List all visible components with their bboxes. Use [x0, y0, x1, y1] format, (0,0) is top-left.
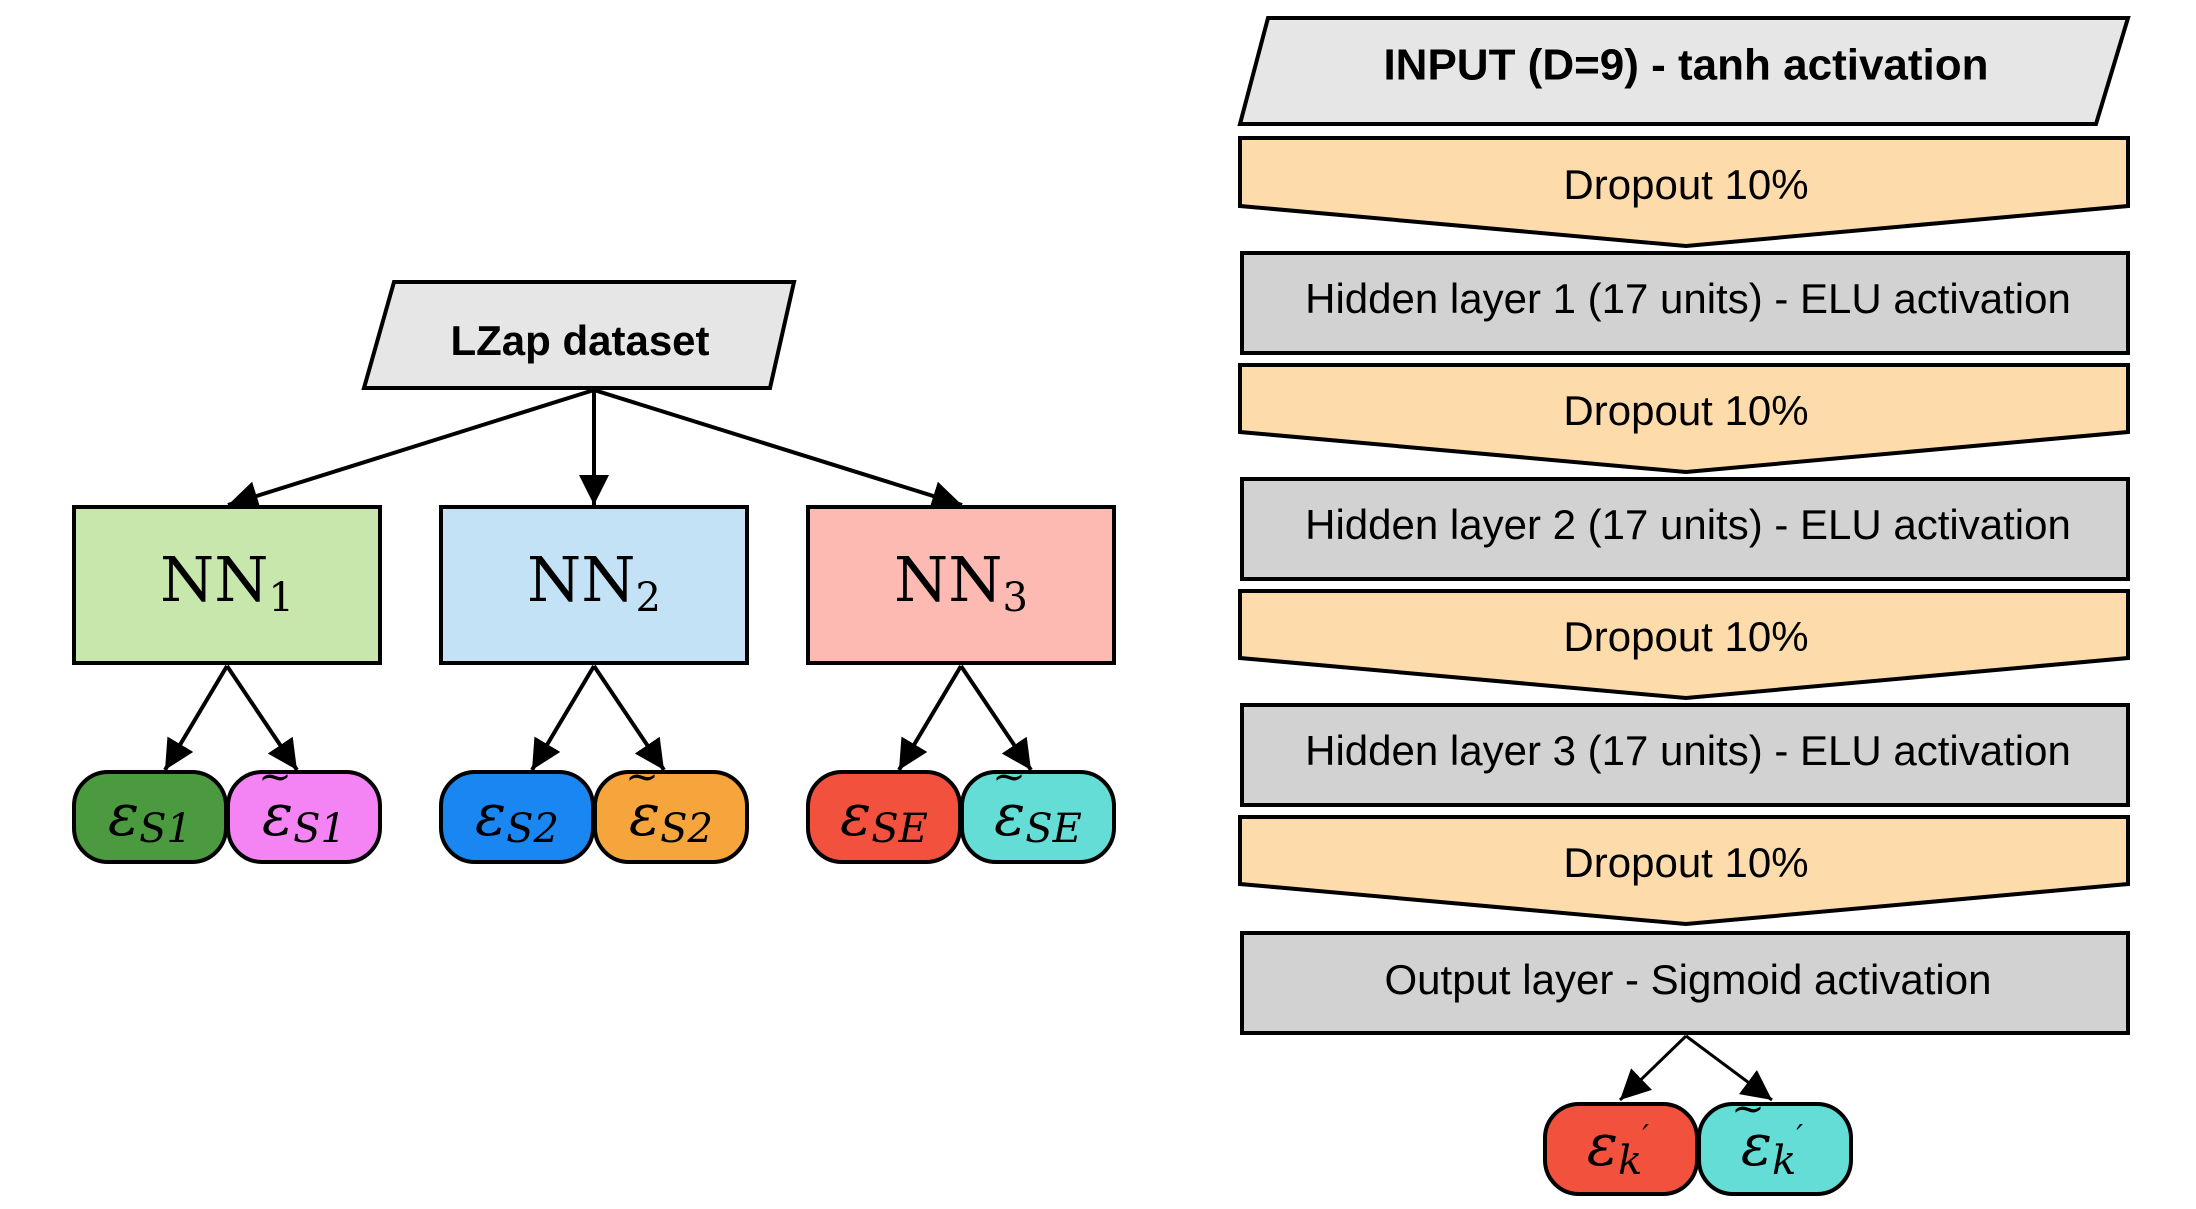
nn2-box: [439, 505, 749, 665]
left-diagram: LZap dataset NN1 NN2 NN3: [72, 280, 1116, 864]
dropout-3-label: Dropout 10%: [1563, 613, 1808, 660]
hidden-layer-1-label: Hidden layer 1 (17 units) - ELU activati…: [1305, 275, 2071, 322]
arrow-nn1-out1: [163, 664, 229, 772]
dropout-4-label: Dropout 10%: [1563, 839, 1808, 886]
nn2-base: NN: [527, 543, 636, 616]
dataset-label: LZap dataset: [450, 317, 709, 364]
output-layer-box: [1240, 931, 2130, 1035]
arrow-dataset-nn1: [227, 388, 595, 511]
dropout-4-shape: [1238, 815, 2130, 927]
nn-output-arrows: [163, 664, 1033, 772]
dropout-2-shape: [1238, 363, 2130, 475]
output-label-eps-tilde-se: εSE: [994, 781, 1082, 852]
dropout-2-label: Dropout 10%: [1563, 387, 1808, 434]
arrow-nn2-out1: [530, 664, 596, 772]
output-pill-eps-tilde-s2: [593, 770, 749, 864]
output-label-eps-s2: εS2: [475, 781, 559, 852]
nn2-label: NN2: [527, 543, 661, 621]
arrow-nn3-out1: [897, 664, 963, 772]
output-label-eps-se: εSE: [840, 781, 928, 852]
output-label-eps-k: εk′: [1587, 1111, 1649, 1184]
nn1-box: [72, 505, 382, 665]
tilde-mark-se: ~: [992, 754, 1026, 800]
output-layer-label: Output layer - Sigmoid activation: [1385, 956, 1992, 1003]
output-pill-eps-tilde-s1: [226, 770, 382, 864]
output-label-eps-tilde-s1: εS1: [262, 781, 346, 852]
input-layer-label: INPUT (D=9) - tanh activation: [1383, 41, 1988, 90]
nn2-sub: 2: [636, 575, 661, 621]
nn3-base: NN: [894, 543, 1003, 616]
output-pill-eps-tilde-k: [1697, 1102, 1853, 1196]
nn2-outputs: εS2 ~ εS2: [439, 754, 749, 864]
arrow-nn1-out2: [225, 664, 299, 772]
hidden-layer-1-box: [1240, 251, 2130, 355]
tilde-mark-k: ~: [1731, 1086, 1765, 1132]
output-label-eps-s1: εS1: [108, 781, 192, 852]
nn1-outputs: εS1 ~ εS1: [72, 754, 382, 864]
arrow-nn2-out2: [592, 664, 666, 772]
nn1-sub: 1: [269, 575, 294, 621]
output-pill-eps-tilde-se: [960, 770, 1116, 864]
hidden-layer-3-label: Hidden layer 3 (17 units) - ELU activati…: [1305, 727, 2071, 774]
nn3-sub: 3: [1003, 575, 1028, 621]
dropout-3-shape: [1238, 589, 2130, 701]
network-nn1: NN1: [72, 505, 382, 665]
hidden-layer-2-label: Hidden layer 2 (17 units) - ELU activati…: [1305, 501, 2071, 548]
nn3-label: NN3: [894, 543, 1028, 621]
nn3-box: [806, 505, 1116, 665]
dataset-node-shape: [361, 280, 797, 390]
nn1-base: NN: [160, 543, 269, 616]
hidden-layer-2-box: [1240, 477, 2130, 581]
arrow-dataset-nn3: [593, 388, 963, 511]
arrow-out-eps-tilde-k: [1685, 1034, 1773, 1102]
tilde-mark-s2: ~: [625, 754, 659, 800]
nn3-outputs: εSE ~ εSE: [806, 754, 1116, 864]
tilde-mark-s1: ~: [258, 754, 292, 800]
network-nn3: NN3: [806, 505, 1116, 665]
dropout-1-shape: [1238, 136, 2130, 249]
output-label-eps-tilde-k: εk′: [1741, 1111, 1803, 1184]
network-nn2: NN2: [439, 505, 749, 665]
right-diagram: INPUT (D=9) - tanh activation Dropout 10…: [1237, 16, 2131, 1196]
hidden-layer-3-box: [1240, 703, 2130, 807]
arrow-nn3-out2: [959, 664, 1033, 772]
output-label-eps-tilde-s2: εS2: [629, 781, 713, 852]
dataset-arrows: [227, 388, 963, 511]
dropout-1-label: Dropout 10%: [1563, 161, 1808, 208]
input-layer-shape: [1237, 16, 2131, 126]
nn1-label: NN1: [160, 543, 294, 621]
arrow-out-eps-k: [1618, 1034, 1688, 1102]
output-arrows: [1618, 1034, 1773, 1102]
